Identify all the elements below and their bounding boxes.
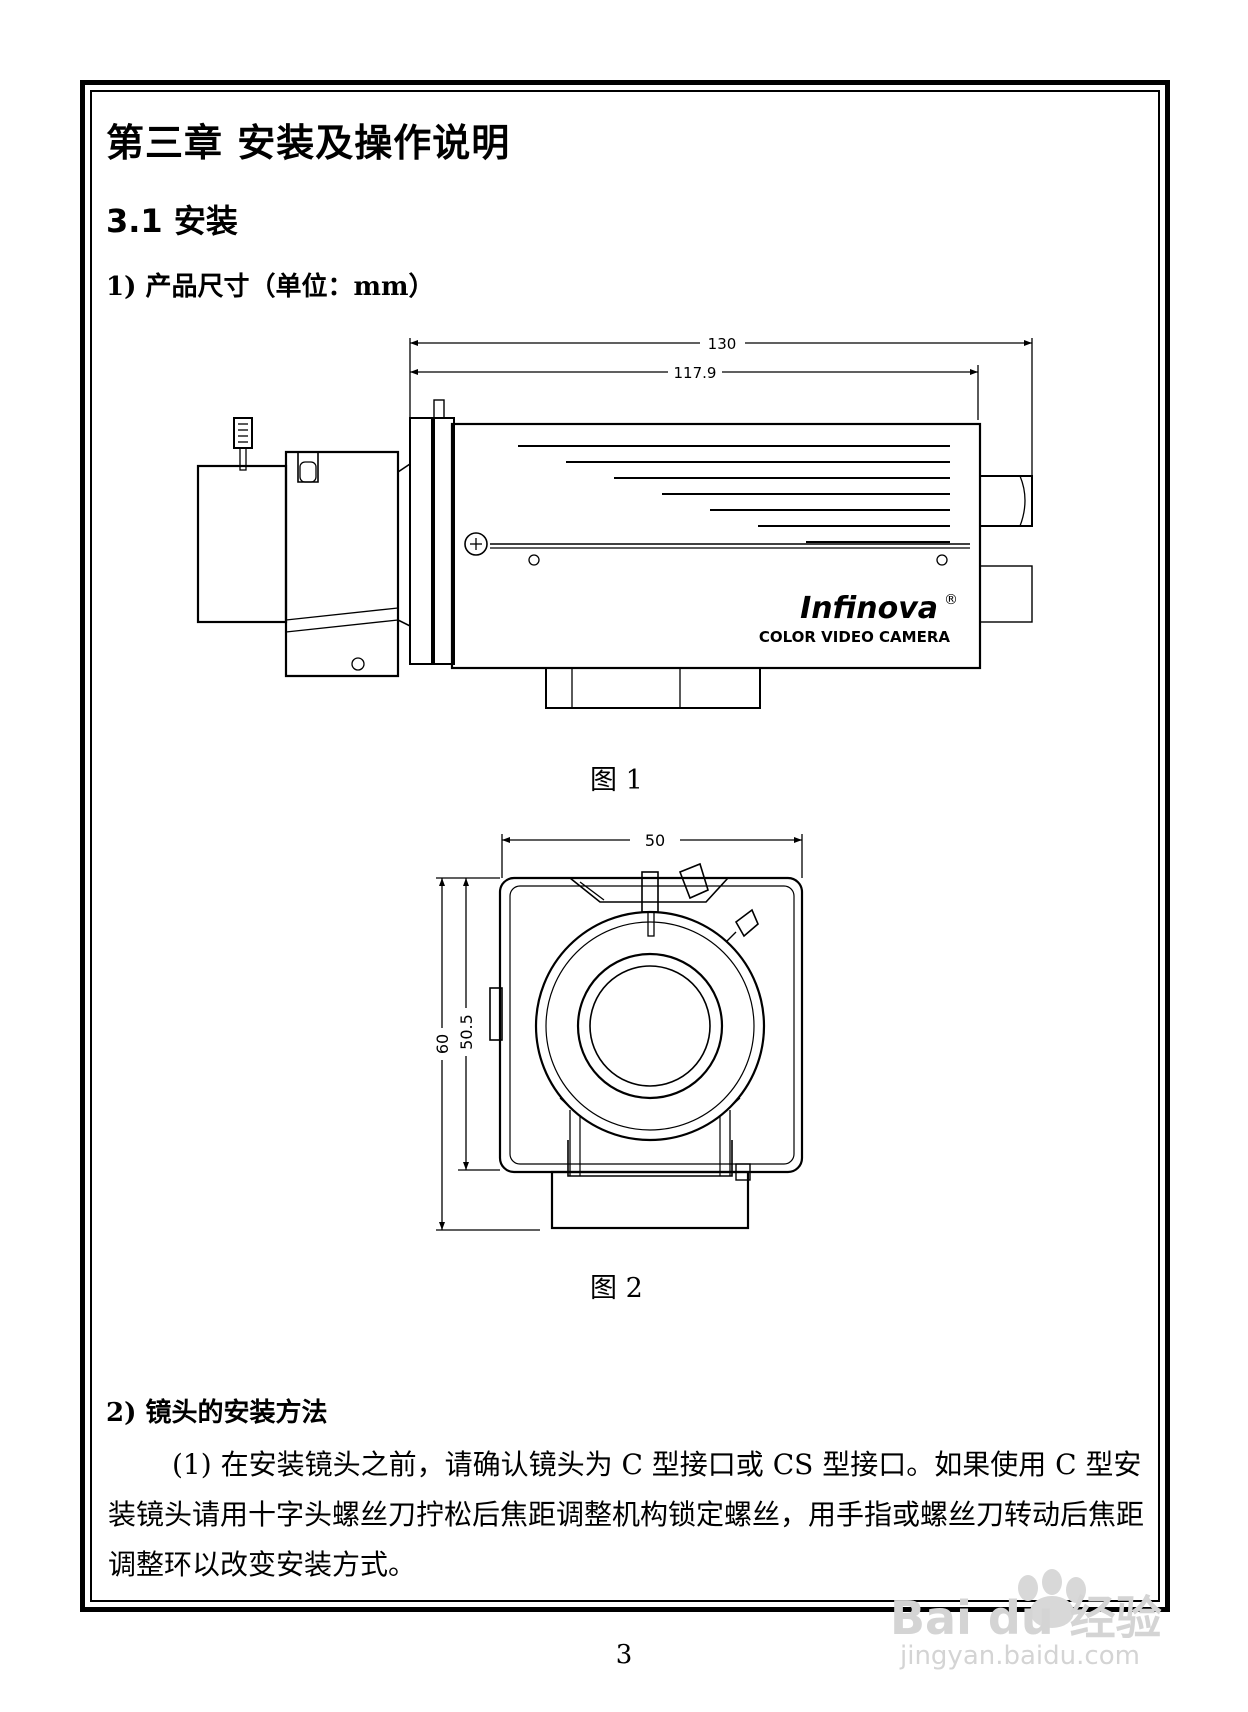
dim-130-label: 130	[708, 335, 737, 353]
figure-1-caption: 图 1	[590, 765, 643, 796]
chapter-title: 第三章 安装及操作说明	[106, 121, 511, 165]
baidu-watermark: Bai du 经验 jingyan.baidu.com	[880, 1560, 1220, 1671]
dim-50-5-label: 50.5	[457, 1014, 476, 1050]
figure-1-camera-side-view: 130 117.9 Infinova ® COLOR VIDEO CAMERA	[196, 335, 1033, 709]
section-title: 3.1 安装	[106, 202, 238, 240]
watermark-logo-text: Bai du 经验	[890, 1591, 1162, 1645]
dim-50-label: 50	[645, 831, 665, 850]
product-name-text: COLOR VIDEO CAMERA	[759, 628, 951, 646]
dim-60-label: 60	[433, 1034, 452, 1054]
page-border-inner	[90, 90, 1160, 1602]
figure-2-caption: 图 2	[590, 1273, 643, 1304]
dim-117-9-label: 117.9	[674, 364, 717, 382]
lens-installation-paragraph: (1) 在安装镜头之前，请确认镜头为 C 型接口或 CS 型接口。如果使用 C …	[108, 1448, 1145, 1581]
brand-registered-mark: ®	[944, 592, 958, 608]
baidu-paw-icon: Bai du 经验 jingyan.baidu.com	[890, 1569, 1162, 1671]
figure-2-camera-front-view: 50 60 50.5	[433, 831, 804, 1231]
watermark-url-text: jingyan.baidu.com	[899, 1641, 1140, 1670]
brand-logo-text: Infinova	[800, 591, 938, 626]
item1-title: 1) 产品尺寸（单位：mm）	[106, 272, 435, 302]
page-border-outer	[80, 80, 1170, 1612]
page-number: 3	[615, 1640, 633, 1670]
item2-title: 2) 镜头的安装方法	[106, 1398, 328, 1428]
